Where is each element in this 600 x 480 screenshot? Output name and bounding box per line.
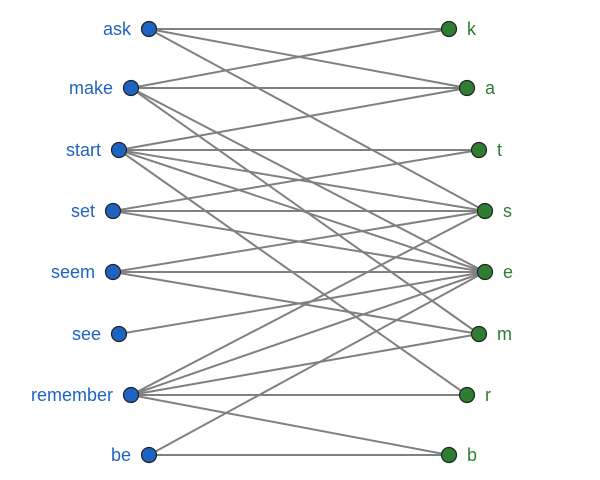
right-node-label-b: b: [467, 445, 477, 465]
edges-layer: [112, 28, 486, 456]
left-node-label-seem: seem: [51, 262, 95, 282]
left-node-remember: [122, 386, 140, 404]
right-node-label-m: m: [497, 324, 512, 344]
left-node-label-remember: remember: [31, 385, 113, 405]
edge-seem-m: [112, 271, 480, 335]
right-node-label-k: k: [467, 19, 477, 39]
left-node-start: [110, 141, 128, 159]
left-node-seem: [104, 263, 122, 281]
edge-remember-b: [130, 394, 450, 456]
right-node-label-r: r: [485, 385, 491, 405]
left-node-label-make: make: [69, 78, 113, 98]
left-node-label-set: set: [71, 201, 95, 221]
right-node-m: [470, 325, 488, 343]
left-node-label-be: be: [111, 445, 131, 465]
right-node-t: [470, 141, 488, 159]
left-node-ask: [140, 20, 158, 38]
edge-set-t: [112, 149, 480, 212]
edge-be-e: [148, 271, 486, 456]
left-node-label-see: see: [72, 324, 101, 344]
right-node-label-a: a: [485, 78, 496, 98]
left-node-see: [110, 325, 128, 343]
right-node-e: [476, 263, 494, 281]
edge-start-a: [118, 87, 468, 151]
right-node-label-t: t: [497, 140, 502, 160]
edge-remember-e: [130, 271, 486, 396]
edge-make-k: [130, 28, 450, 89]
edge-ask-s: [148, 28, 486, 212]
left-node-make: [122, 79, 140, 97]
left-node-label-start: start: [66, 140, 101, 160]
labels-layer: ask make start set seem see remember be k a t s e m r b: [31, 19, 513, 465]
edge-remember-m: [130, 333, 480, 396]
left-node-set: [104, 202, 122, 220]
right-node-r: [458, 386, 476, 404]
right-node-b: [440, 446, 458, 464]
nodes-layer: [104, 20, 494, 464]
right-node-s: [476, 202, 494, 220]
right-node-label-s: s: [503, 201, 512, 221]
left-node-label-ask: ask: [103, 19, 132, 39]
right-node-k: [440, 20, 458, 38]
left-node-be: [140, 446, 158, 464]
edge-remember-s: [130, 210, 486, 396]
edge-seem-s: [112, 210, 486, 273]
edge-see-e: [118, 271, 486, 335]
right-node-a: [458, 79, 476, 97]
edge-ask-a: [148, 28, 468, 89]
right-node-label-e: e: [503, 262, 513, 282]
